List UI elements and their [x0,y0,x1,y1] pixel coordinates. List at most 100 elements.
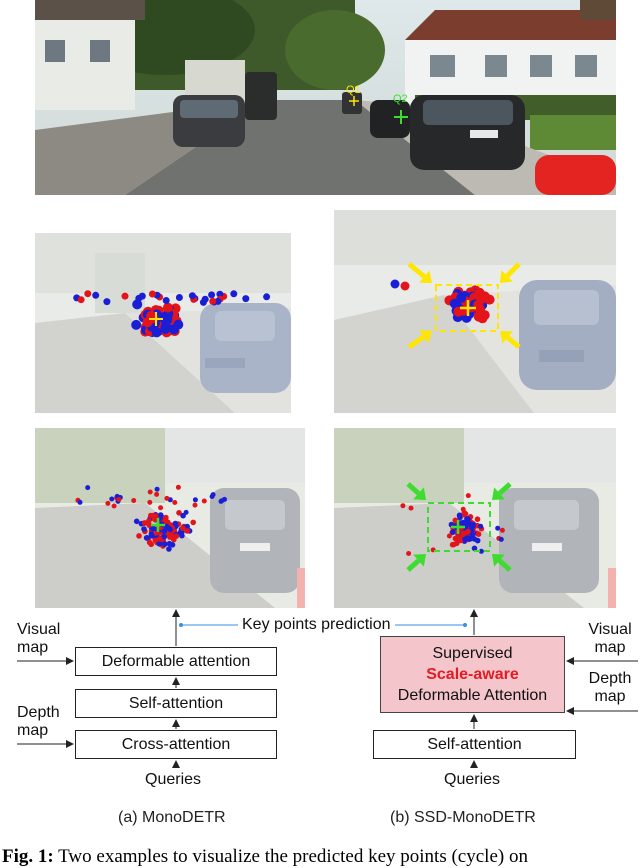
supervised-label: Supervised [432,645,513,662]
q2-marker [394,110,408,124]
row2-left-point [152,537,159,544]
right-depth-map-label: Depth map [588,670,632,705]
row2-right-point [475,531,482,537]
row2-left-point [192,497,198,503]
right-caption: (b) SSD-MonoDETR [390,809,536,826]
row1-left-point [216,290,224,298]
row1-left-point [92,291,100,299]
row2-left-point [161,528,168,534]
right-queries-label: Queries [444,771,501,788]
row1-left-point [131,319,142,330]
row1-right-point [484,294,495,305]
figure-caption-text: Two examples to visualize the predicted … [58,846,528,867]
row2-right-scale-box [427,502,491,552]
row2-left-point [183,509,189,515]
row1-right-arrow-tr-head [500,270,513,283]
row2-left-point [148,531,155,537]
row2-right-point [462,511,469,517]
row2-right-point [474,516,481,522]
row1-right-point [400,281,410,291]
left-caption: (a) MonoDETR [118,809,226,826]
row1-left-point [230,290,238,298]
row2-left-point [109,496,115,502]
row2-right-arrow-tr-head [492,487,505,500]
row2-left-point [77,499,83,505]
row2-right-point [470,522,476,529]
row1-left-point [209,297,217,305]
row2-left-point [163,514,169,521]
row2-right-point [471,545,478,552]
row2-left-point [173,533,180,539]
row2-left-point [158,505,164,511]
row2-left-point [156,541,163,547]
row1-right-arrow-br-head [500,331,513,344]
row2-right-point [478,548,484,554]
row2-left-point [184,523,190,530]
row2-left-point [184,528,190,534]
row2-left-point [141,520,148,526]
row2-left-point [167,534,173,540]
row2-left-point [156,536,163,542]
row2-left-point [147,499,153,505]
row2-right-point [408,505,414,511]
row1-left-point [175,294,183,301]
row2-right-arrow-br-shaft [497,558,512,572]
q1-label: Q1 [346,84,361,96]
row2-left-point [192,502,198,508]
row1-left-point [242,295,250,303]
row2-left-point [161,533,168,540]
row2-left-point [175,484,181,490]
row2-right-point [446,533,452,539]
right-visual-map-label: Visual map [588,621,632,656]
row1-right-arrow-tl-head [419,270,432,283]
cross-attention-box: Cross-attention [75,730,277,759]
row2-right-arrow-bl-shaft [406,558,421,572]
row2-left-point [111,503,117,509]
row2-left-point [157,512,164,518]
row2-left-point [136,533,142,539]
row2-right-point [457,534,463,540]
left-visual-map-label: Visual map [17,621,61,656]
row1-left-point [214,297,222,305]
row2-left-point [116,497,122,502]
row2-right-arrow-br-head [492,554,505,567]
row2-right-arrow-tl-shaft [406,482,421,496]
row2-monodetr-panel [35,428,305,608]
row1-left-point [263,293,271,301]
row1-right-scale-box [435,284,499,332]
row2-left-point [172,500,178,505]
row2-left-point [167,526,173,533]
row2-left-point [190,519,196,526]
row2-left-point [179,532,185,539]
row2-left-point [151,526,157,532]
row1-left-point [208,291,216,299]
row2-right-point [450,529,456,535]
row2-right-point [495,525,501,531]
row1-left-point [138,292,146,300]
row1-left-point [132,299,143,310]
row1-left-point [103,298,111,306]
row2-left-point [146,518,152,524]
row2-left-point [166,540,173,547]
row1-right-point [456,292,467,303]
row2-right-point [499,527,505,533]
left-self-attention-box: Self-attention [75,689,277,718]
supervised-scale-aware-box: Supervised Scale-aware Deformable Attent… [380,636,565,713]
left-depth-map-label: Depth map [17,704,60,739]
row2-right-point [465,528,471,535]
row2-left-point [150,512,156,519]
row2-right-arrow-bl-head [413,554,426,567]
row2-right-point [460,530,467,536]
row2-left-point [176,510,182,516]
row2-right-point [406,551,412,556]
top-street-photo: Q1 Q2 [35,0,616,195]
row2-left-point [144,535,150,541]
row2-left-point [141,526,147,532]
row2-left-point [146,539,153,546]
deformable-attention-box: Deformable attention [75,647,277,676]
row1-right-arrow-br-shaft [506,335,521,349]
row2-right-point [498,536,504,542]
row2-left-point [146,522,152,528]
q1-marker [349,96,359,106]
